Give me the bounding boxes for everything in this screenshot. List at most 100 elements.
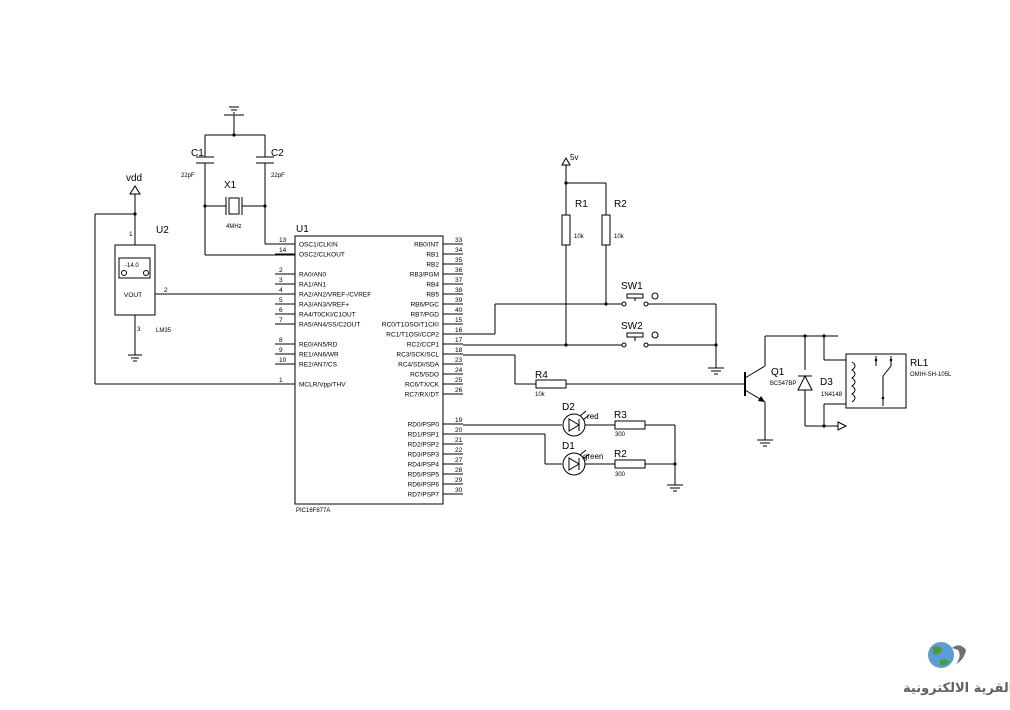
resistor-r1: R1 10k [561,183,588,345]
pin-label: RC0/T1OSO/T1CKI [382,322,439,329]
x1-value: 4MHz [226,224,242,230]
c2-value: 22pF [271,173,285,179]
r2-led-value: 300 [615,472,626,478]
ground-symbol-switches [708,367,724,375]
push-switch-sw1: SW1 [621,281,716,307]
q1-value: BC547BP [770,381,796,387]
pin-number: 29 [455,477,463,484]
pin-number: 5 [279,297,283,304]
led-d2: D2 red [562,402,599,437]
pin-label: RD7/PSP7 [408,492,440,499]
supply-5v-label: 5v [570,153,578,162]
pin-label: RB2 [426,262,439,269]
watermark-logo: القرية الالكترونية [903,642,1010,696]
ground-symbol-leds [667,484,683,492]
pin-label: RD5/PSP5 [408,472,440,479]
pin-number: 10 [279,357,287,364]
pin-label: RE1/AN6/WR [299,352,339,359]
r2-led-ref: R2 [614,449,627,460]
pin-number: 6 [279,307,283,314]
pin-number: 7 [279,317,283,324]
pin-number: 19 [455,417,463,424]
ground-symbol-q1 [757,439,773,447]
pin-number: 14 [279,247,287,254]
ground-symbol-top [224,106,244,135]
pin-number: 27 [455,457,463,464]
pin-number: 33 [455,237,463,244]
pin-number: 13 [279,237,287,244]
r2-pullup-ref: R2 [614,199,627,210]
vdd-label: vdd [126,173,142,184]
u1-ref: U1 [296,224,309,235]
pin-number: 37 [455,277,463,284]
d2-value: red [587,412,599,421]
pin-label: OSC1/CLKIN [299,242,338,249]
pin-number: 39 [455,297,463,304]
pin-label: RA0/AN0 [299,272,326,279]
pin-number: 25 [455,377,463,384]
pin-label: RD4/PSP4 [408,462,440,469]
pin-number: 28 [455,467,463,474]
pin-number: 35 [455,257,463,264]
u2-ref: U2 [156,225,169,236]
pin-number: 40 [455,307,463,314]
pin-number: 17 [455,337,463,344]
pin-label: RA5/AN4/SS/C2OUT [299,322,360,329]
c2-ref: C2 [271,148,284,159]
r4-value: 10k [535,392,546,398]
pin-label: RC3/SCK/SCL [396,352,439,359]
capacitor-c2: C2 22pF [256,135,285,244]
c1-ref: C1 [191,148,204,159]
watermark-text: القرية الالكترونية [903,681,1010,696]
r2-pullup-value: 10k [614,234,625,240]
u2-part: LM35 [156,328,172,334]
pin-number: 3 [279,277,283,284]
pin-number: 16 [455,327,463,334]
u1-left-pins: 13OSC1/CLKIN14OSC2/CLKOUT2RA0/AN03RA1/AN… [275,237,371,389]
capacitor-c1: C1 22pF [181,134,265,255]
sw2-ref: SW2 [621,321,643,332]
pin-number: 38 [455,287,463,294]
pin-label: RA2/AN2/VREF-/CVREF [299,292,371,299]
u2-pin-2: 2 [164,287,168,294]
pin-label: OSC2/CLKOUT [299,252,345,259]
pin-label: RD1/PSP1 [408,432,440,439]
rl1-ref: RL1 [910,358,929,369]
pin-number: 15 [455,317,463,324]
lm35-sensor-u2: U2 1 -14.0 VOUT 3 LM35 [114,225,172,362]
resistor-r2-led: R2 300 [614,449,646,478]
r1-value: 10k [574,234,585,240]
microcontroller-u1: U1 PIC16F877A 13OSC1/CLKIN14OSC2/CLKOUT2… [275,224,463,514]
transistor-q1: Q1 BC547BP [744,336,796,440]
resistor-r3: R3 300 [614,410,646,438]
pin-number: 26 [455,387,463,394]
pin-number: 2 [279,267,283,274]
pin-number: 4 [279,287,283,294]
led-d1: D1 green [562,441,603,476]
pin-number: 8 [279,337,283,344]
pin-number: 23 [455,357,463,364]
pin-label: RD6/PSP6 [408,482,440,489]
diode-d3: D3 1N4148 [797,336,843,426]
pin-label: RC6/TX/CK [405,382,440,389]
pin-number: 22 [455,447,463,454]
u1-part: PIC16F877A [296,508,330,514]
pin-label: RB4 [426,282,439,289]
